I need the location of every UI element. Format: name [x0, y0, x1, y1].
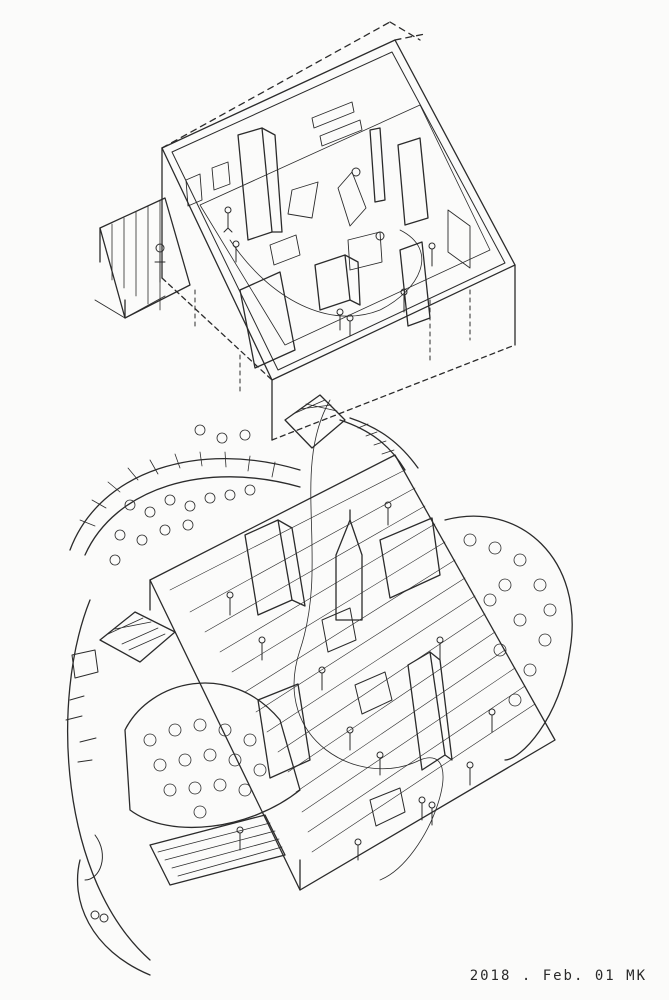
right-garden [444, 515, 573, 761]
lower-plaza-deck [149, 399, 556, 891]
signature-date: 2018 . Feb. 01 MK [469, 968, 647, 984]
left-stairs-garden [65, 599, 301, 976]
stair-connector [284, 394, 419, 471]
side-balcony [94, 197, 191, 319]
curved-walkway [69, 424, 301, 566]
upper-gallery-box [161, 21, 516, 441]
